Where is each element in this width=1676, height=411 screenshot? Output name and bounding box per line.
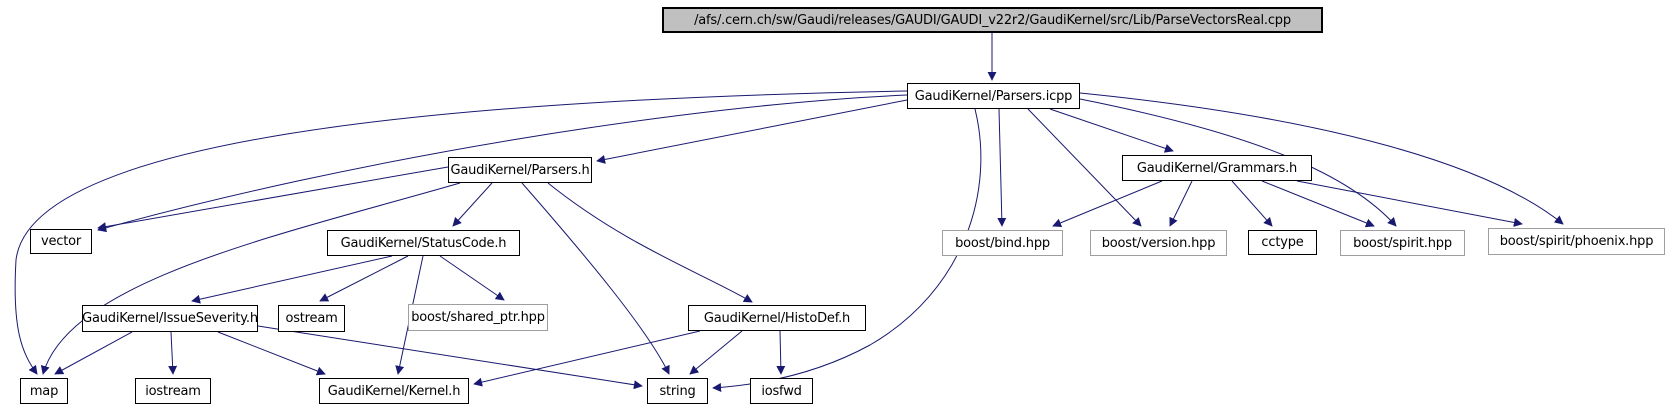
graph-node-phoenix_hpp: boost/spirit/phoenix.hpp	[1488, 228, 1665, 255]
edge-parsers_icpp-to-string	[712, 108, 982, 392]
edge-parsers_icpp-to-version_hpp	[1027, 108, 1142, 227]
edge-issueseverity_h-to-kernel_h	[217, 331, 326, 376]
edge-parsers_h-to-histodef_h	[547, 182, 753, 303]
edge-parsers_icpp-to-parsers_h	[596, 99, 908, 164]
edge-statuscode_h-to-sharedptr_hpp	[439, 255, 505, 301]
graph-node-vector: vector	[30, 229, 92, 254]
graph-node-cctype: cctype	[1248, 230, 1317, 255]
graph-node-root: /afs/.cern.ch/sw/Gaudi/releases/GAUDI/GA…	[662, 7, 1323, 33]
edge-parsers_icpp-to-vector	[97, 94, 908, 233]
graph-node-parsers_h[interactable]: GaudiKernel/Parsers.h	[448, 157, 592, 183]
edge-issueseverity_h-to-string	[257, 325, 643, 390]
graph-node-sharedptr_hpp: boost/shared_ptr.hpp	[408, 304, 548, 331]
edge-parsers_icpp-to-grammars_h	[1049, 108, 1174, 153]
graph-node-label: boost/shared_ptr.hpp	[411, 310, 545, 325]
graph-node-label: ostream	[285, 311, 338, 326]
graph-node-issueseverity_h[interactable]: GaudiKernel/IssueSeverity.h	[82, 305, 258, 332]
edge-grammars_h-to-cctype	[1231, 180, 1273, 227]
graph-node-label: boost/spirit/phoenix.hpp	[1499, 234, 1654, 249]
edge-grammars_h-to-version_hpp	[1169, 180, 1193, 227]
graph-node-grammars_h[interactable]: GaudiKernel/Grammars.h	[1122, 155, 1312, 181]
edge-histodef_h-to-string	[689, 330, 743, 375]
graph-node-label: boost/bind.hpp	[955, 235, 1050, 251]
graph-node-label: GaudiKernel/Kernel.h	[327, 383, 461, 399]
graph-node-label: GaudiKernel/Parsers.h	[450, 162, 590, 178]
edge-histodef_h-to-kernel_h	[473, 330, 701, 387]
graph-node-label: GaudiKernel/Grammars.h	[1136, 160, 1298, 176]
edge-grammars_h-to-spirit_hpp	[1261, 180, 1375, 228]
graph-node-label: boost/version.hpp	[1101, 235, 1216, 251]
graph-node-parsers_icpp[interactable]: GaudiKernel/Parsers.icpp	[907, 83, 1080, 109]
graph-node-iosfwd: iosfwd	[750, 378, 813, 404]
edge-parsers_h-to-string	[521, 182, 670, 375]
edge-parsers_icpp-to-map	[14, 90, 908, 375]
graph-node-label: GaudiKernel/Parsers.icpp	[914, 88, 1073, 104]
graph-node-kernel_h[interactable]: GaudiKernel/Kernel.h	[319, 378, 469, 404]
graph-node-label: GaudiKernel/StatusCode.h	[340, 235, 507, 251]
graph-node-version_hpp: boost/version.hpp	[1090, 230, 1227, 256]
graph-node-label: boost/spirit.hpp	[1353, 235, 1452, 251]
graph-node-iostream: iostream	[135, 378, 211, 404]
graph-node-string: string	[647, 378, 708, 404]
graph-node-histodef_h[interactable]: GaudiKernel/HistoDef.h	[688, 305, 866, 331]
graph-node-label: GaudiKernel/HistoDef.h	[703, 310, 851, 326]
edge-parsers_h-to-map	[40, 182, 461, 375]
graph-node-ostream: ostream	[278, 305, 345, 332]
graph-node-label: GaudiKernel/IssueSeverity.h	[82, 311, 258, 326]
edge-parsers_h-to-vector	[97, 166, 449, 232]
edge-issueseverity_h-to-iostream	[168, 331, 178, 375]
edge-grammars_h-to-bind_hpp	[1052, 180, 1163, 228]
edge-parsers_h-to-statuscode_h	[452, 182, 493, 227]
graph-node-label: map	[29, 383, 59, 399]
edge-parsers_icpp-to-bind_hpp	[997, 108, 1007, 227]
graph-node-label: iosfwd	[761, 383, 802, 399]
graph-node-label: /afs/.cern.ch/sw/Gaudi/releases/GAUDI/GA…	[694, 12, 1291, 28]
edge-statuscode_h-to-issueseverity_h	[191, 255, 393, 304]
edge-issueseverity_h-to-map	[54, 331, 133, 375]
graph-node-label: iostream	[145, 383, 201, 399]
edge-grammars_h-to-phoenix_hpp	[1296, 180, 1523, 227]
edge-parsers_icpp-to-phoenix_hpp	[1079, 92, 1564, 225]
graph-node-label: cctype	[1261, 235, 1304, 250]
edge-statuscode_h-to-ostream	[319, 255, 409, 302]
graph-node-bind_hpp: boost/bind.hpp	[942, 230, 1063, 256]
graph-node-label: vector	[40, 234, 82, 249]
graph-node-spirit_hpp: boost/spirit.hpp	[1340, 230, 1465, 256]
graph-node-statuscode_h[interactable]: GaudiKernel/StatusCode.h	[327, 230, 520, 256]
graph-node-label: string	[659, 383, 696, 399]
edge-histodef_h-to-iosfwd	[776, 330, 786, 375]
graph-node-map: map	[20, 378, 68, 404]
